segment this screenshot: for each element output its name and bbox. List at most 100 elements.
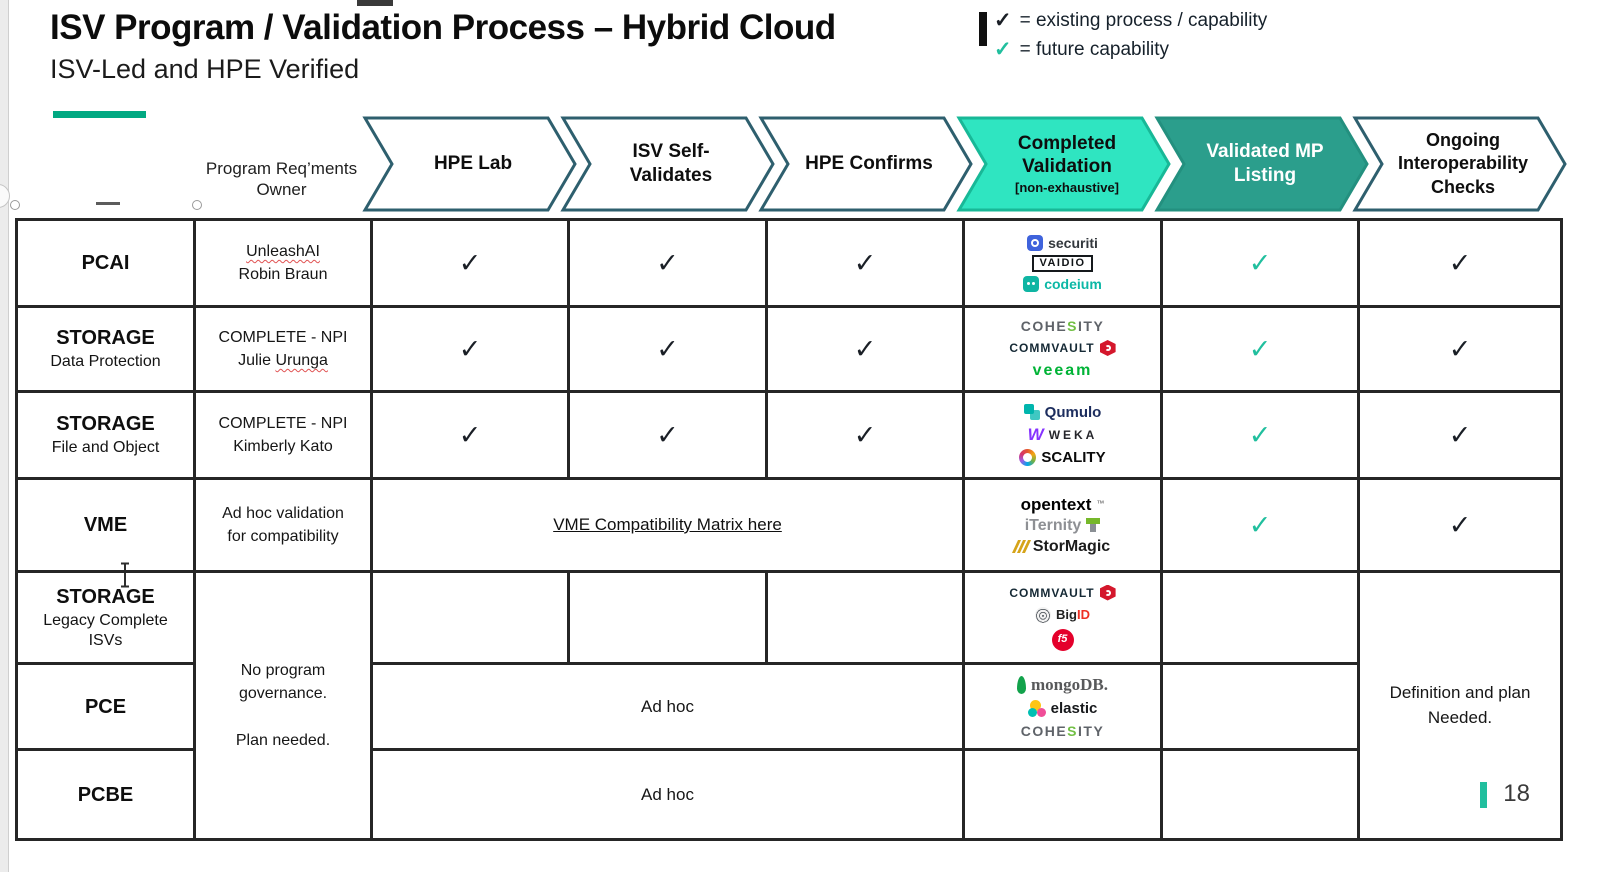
iternity-icon — [1086, 517, 1101, 532]
logo-veeam: veeam — [1032, 362, 1093, 379]
check-icon: ✓ — [994, 9, 1012, 32]
logo-cohesity: COHESITY — [1020, 722, 1105, 739]
pcai-completed-validation-cell: securiti VAIDIO codeium — [962, 218, 1163, 308]
owner-line: Kimberly Kato — [233, 438, 333, 455]
selection-handle[interactable] — [192, 200, 202, 210]
step-label: HPE Lab — [433, 153, 513, 175]
definition-needed-cell: Definition and plan Needed. 18 — [1357, 570, 1563, 841]
logo-securiti: securiti — [1027, 234, 1098, 251]
storage-fo-hpe-lab-check: ✓ — [370, 390, 570, 480]
step-label: HPE Confirms — [805, 153, 933, 175]
legend-existing-label: = existing process / capability — [1019, 10, 1268, 31]
commvault-icon — [1099, 340, 1116, 356]
row-name: STORAGE — [56, 413, 155, 435]
storage-legacy-isv-self-validates-cell — [567, 570, 768, 665]
stormagic-icon — [1011, 540, 1031, 553]
pcbe-validated-mp-cell — [1160, 748, 1360, 841]
step-label: Completed Validation [non-exhaustive] — [982, 115, 1152, 213]
chevron-shape — [362, 116, 577, 212]
page-subtitle: ISV-Led and HPE Verified — [50, 54, 360, 84]
validation-table: PCAI UnleashAI Robin Braun ✓ ✓ ✓ securit… — [15, 218, 1563, 841]
storage-legacy-completed-validation-cell: COMMVAULT BigID f5 — [962, 570, 1163, 665]
table-row-storage-file-object: STORAGE File and Object COMPLETE - NPI K… — [15, 390, 1563, 480]
pcai-owner-cell: UnleashAI Robin Braun — [193, 218, 373, 308]
logo-commvault: COMMVAULT — [1009, 340, 1116, 356]
logo-f5: f5 — [1051, 628, 1074, 651]
storage-fo-ongoing-check: ✓ — [1357, 390, 1563, 480]
logo-commvault: COMMVAULT — [1009, 584, 1116, 601]
chevron-shape — [758, 116, 973, 212]
pcai-hpe-lab-check: ✓ — [370, 218, 570, 308]
owner-line: Urunga — [275, 352, 328, 369]
step-label: Ongoing Interoperability Checks — [1397, 129, 1529, 197]
chevron-shape — [1154, 116, 1369, 212]
page-number-badge: 18 — [1480, 777, 1530, 812]
step-label: ISV Self- Validates — [629, 141, 713, 186]
selection-handle[interactable] — [10, 200, 20, 210]
storage-fo-hpe-confirms-check: ✓ — [765, 390, 965, 480]
table-row-vme: VME Ad hoc validation for compatibility … — [15, 477, 1563, 573]
bigid-icon — [1035, 606, 1052, 623]
selection-handle-dash[interactable] — [96, 202, 120, 205]
pce-validated-mp-cell — [1160, 662, 1360, 751]
step-ongoing-interoperability-checks: Ongoing Interoperability Checks — [1352, 115, 1568, 213]
owner-line: Julie — [238, 352, 276, 369]
owner-line: Robin Braun — [238, 266, 328, 283]
step-label: Validated MP Listing — [1206, 141, 1324, 186]
table-row-storage-legacy: STORAGE Legacy Complete ISVs No program … — [15, 570, 1563, 841]
chevron-shape — [1352, 116, 1567, 212]
logo-weka: W WEKA — [1027, 425, 1098, 444]
table-row-pce: PCE Ad hoc mongoDB. elastic — [15, 662, 1562, 751]
storage-legacy-hpe-confirms-cell — [765, 570, 965, 665]
storage-fo-isv-self-validates-check: ✓ — [567, 390, 768, 480]
scality-icon — [1019, 449, 1037, 466]
step-hpe-confirms: HPE Confirms — [758, 115, 974, 213]
legend-row-existing: ✓ = existing process / capability — [994, 6, 1267, 35]
table-row-storage-data-protection: STORAGE Data Protection COMPLETE - NPI J… — [15, 305, 1563, 393]
step-hpe-lab: HPE Lab — [362, 115, 578, 213]
logo-vaidio: VAIDIO — [1032, 254, 1093, 272]
vme-completed-validation-cell: opentext ™ iTernity StorMagic — [962, 477, 1163, 573]
codeium-icon — [1023, 275, 1040, 292]
row-name: PCAI — [81, 252, 130, 274]
step-completed-validation: Completed Validation [non-exhaustive] — [956, 115, 1172, 213]
row-label-pcbe: PCBE — [15, 748, 196, 841]
row-name: PCBE — [77, 783, 134, 806]
commvault-icon — [1099, 584, 1116, 601]
qumulo-icon — [1023, 404, 1040, 420]
pce-adhoc-cell: Ad hoc — [370, 662, 965, 751]
logo-stormagic: StorMagic — [1011, 538, 1110, 555]
row-label-pce: PCE — [15, 662, 196, 751]
definition-needed-text: Definition and plan Needed. — [1389, 682, 1531, 727]
step-validated-mp-listing: Validated MP Listing — [1154, 115, 1370, 213]
vme-owner-cell: Ad hoc validation for compatibility — [193, 477, 373, 573]
page-number-accent-bar — [1480, 781, 1488, 808]
securiti-icon — [1027, 234, 1044, 251]
row-name: PCE — [84, 695, 127, 718]
row-name: STORAGE — [56, 585, 155, 608]
logo-mongodb: mongoDB. — [1017, 675, 1108, 694]
vme-compatibility-matrix-link[interactable]: VME Compatibility Matrix here — [553, 515, 782, 534]
storage-dp-completed-validation-cell: COHESITY COMMVAULT veeam — [962, 305, 1163, 393]
logo-opentext: opentext ™ — [1020, 494, 1105, 514]
left-edge-strip — [0, 0, 9, 872]
row-name: STORAGE — [56, 327, 155, 349]
pcbe-completed-validation-cell — [962, 748, 1163, 841]
step-label-text: Completed Validation — [1017, 132, 1117, 178]
pcai-isv-self-validates-check: ✓ — [567, 218, 768, 308]
page-title: ISV Program / Validation Process – Hybri… — [50, 8, 836, 47]
accent-green-bar — [53, 111, 146, 118]
logo-iternity: iTernity — [1025, 517, 1101, 534]
storage-fo-owner-cell: COMPLETE - NPI Kimberly Kato — [193, 390, 373, 480]
row-name: VME — [83, 514, 128, 536]
page-number: 18 — [1503, 780, 1530, 808]
pce-completed-validation-cell: mongoDB. elastic COHESITY — [962, 662, 1163, 751]
legend: ✓ = existing process / capability ✓ = fu… — [994, 6, 1267, 64]
owner-line: COMPLETE - NPI — [218, 328, 348, 346]
chevron-shape — [560, 116, 775, 212]
row-subtitle: Data Protection — [50, 353, 161, 370]
step-note: [non-exhaustive] — [1014, 180, 1119, 196]
title-text-cursor — [979, 12, 987, 46]
pcai-validated-mp-check: ✓ — [1160, 218, 1360, 308]
storage-fo-validated-mp-check: ✓ — [1160, 390, 1360, 480]
